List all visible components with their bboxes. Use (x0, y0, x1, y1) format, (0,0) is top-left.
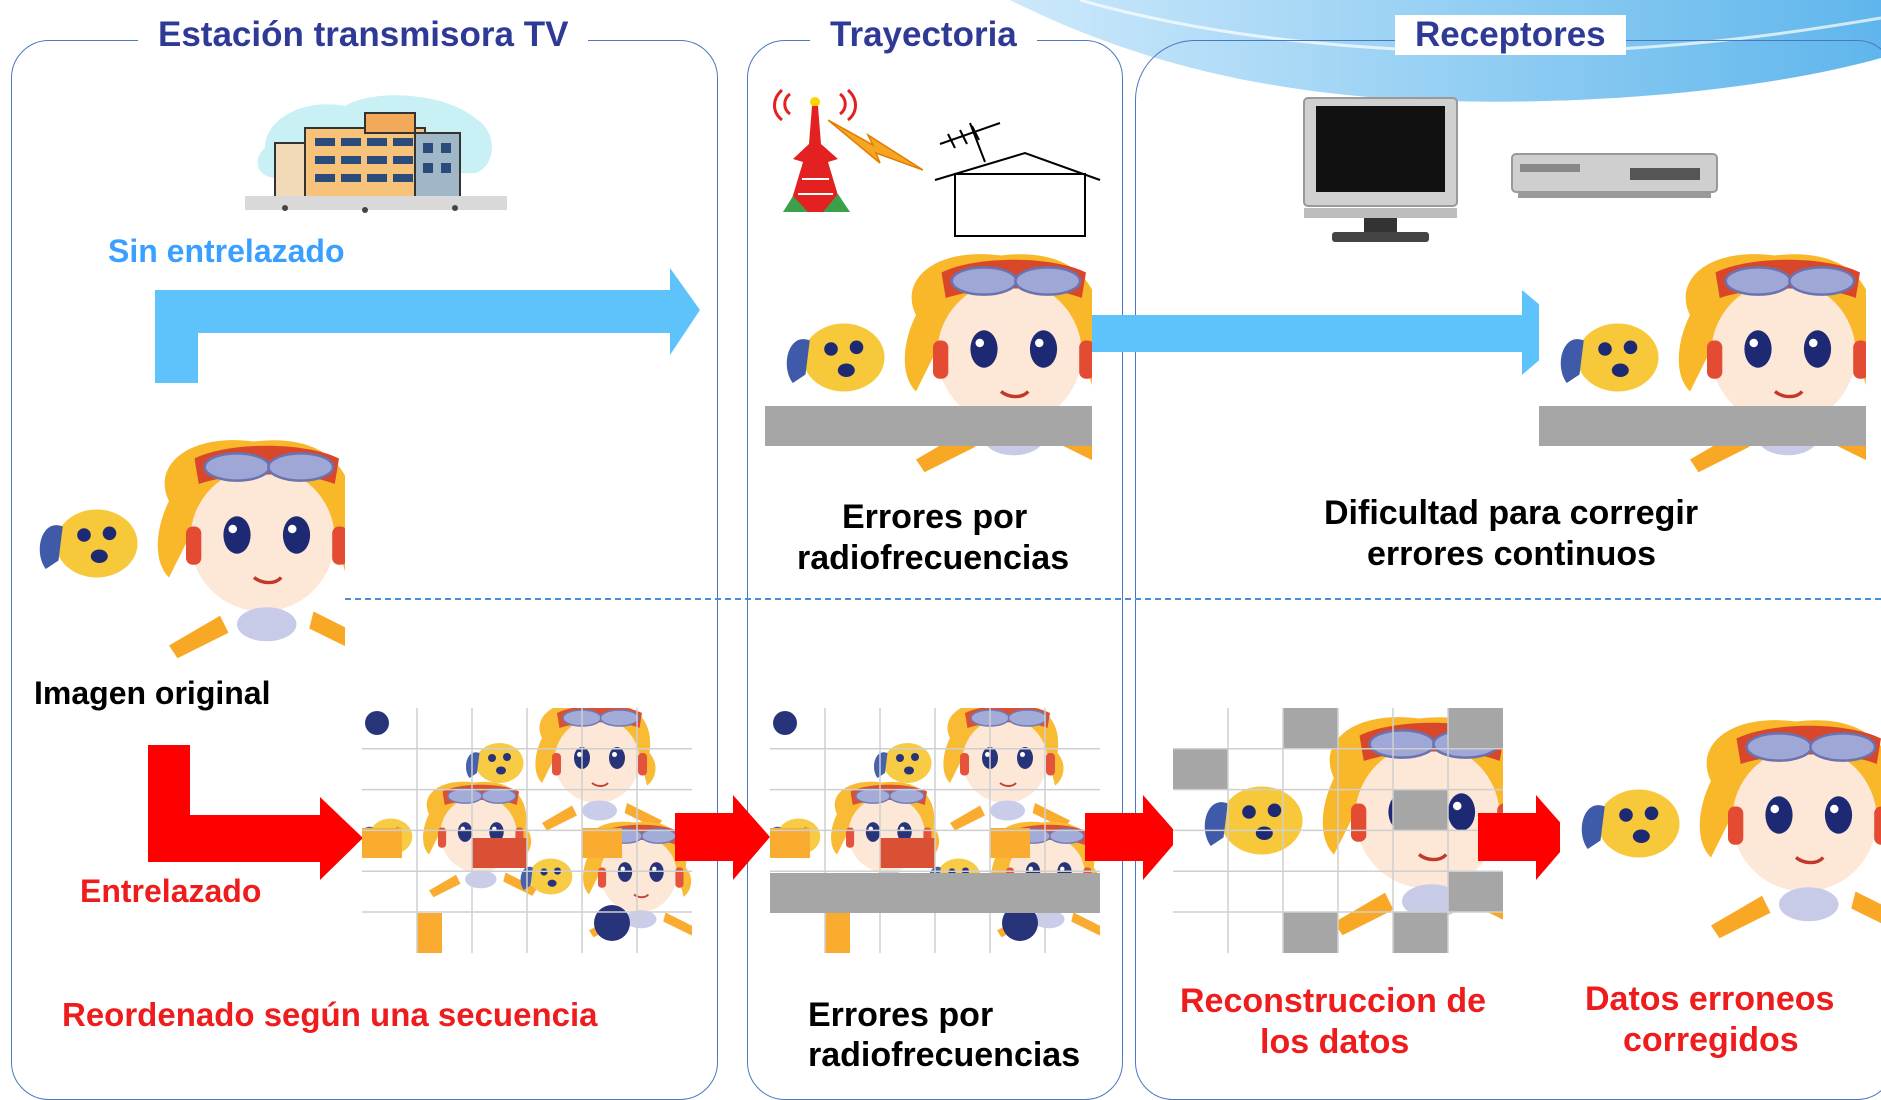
rf-errors-bottom-label-1: Errores por (808, 996, 994, 1034)
original-image (18, 428, 345, 671)
interleaved-label: Entrelazado (80, 873, 262, 909)
rf-errors-top-label-1: Errores por (842, 498, 1028, 536)
corrected-label-1: Datos erroneos (1585, 980, 1835, 1018)
reconstruction-label-2: los datos (1260, 1023, 1410, 1061)
reconstruction-label-1: Reconstruccion de (1180, 982, 1487, 1020)
red-arrow-to-receiver (1085, 795, 1180, 880)
difficulty-label-2: errores continuos (1367, 535, 1657, 573)
path-image-with-errors (765, 242, 1092, 485)
red-arrow-interleave (148, 745, 363, 880)
reordered-label: Reordenado según una secuencia (62, 996, 598, 1033)
original-image-label: Imagen original (34, 675, 271, 711)
signal-bolt-icon (828, 119, 923, 171)
rf-errors-top-label-2: radiofrecuencias (797, 539, 1070, 577)
interleaved-image-with-errors (770, 708, 1100, 953)
set-top-box-icon (1511, 153, 1718, 198)
blue-arrow-transmission (1092, 290, 1572, 375)
section-divider (345, 598, 1881, 600)
no-interleave-label: Sin entrelazado (108, 233, 345, 269)
receiver-image-with-errors (1539, 242, 1866, 485)
broadcast-tower-icon (773, 88, 857, 212)
station-title: Estación transmisora TV (138, 15, 589, 55)
corrected-image (1560, 708, 1881, 953)
error-bar (770, 873, 1100, 913)
blue-arrow-no-interleave (155, 268, 700, 383)
red-arrow-to-corrected (1478, 795, 1573, 880)
interleaved-image (362, 708, 692, 953)
tv-station-building-icon (245, 95, 507, 213)
tv-set-icon (1303, 97, 1458, 242)
red-arrow-to-path (675, 795, 770, 880)
corrected-label-2: corregidos (1623, 1021, 1799, 1059)
receivers-title: Receptores (1395, 15, 1626, 55)
error-bar (1539, 406, 1866, 446)
reconstructed-image (1173, 708, 1503, 953)
error-bar (765, 406, 1092, 446)
house-antenna-icon (934, 122, 1101, 237)
difficulty-label-1: Dificultad para corregir (1324, 494, 1699, 532)
rf-errors-bottom-label-2: radiofrecuencias (808, 1036, 1081, 1074)
path-title: Trayectoria (810, 15, 1037, 55)
